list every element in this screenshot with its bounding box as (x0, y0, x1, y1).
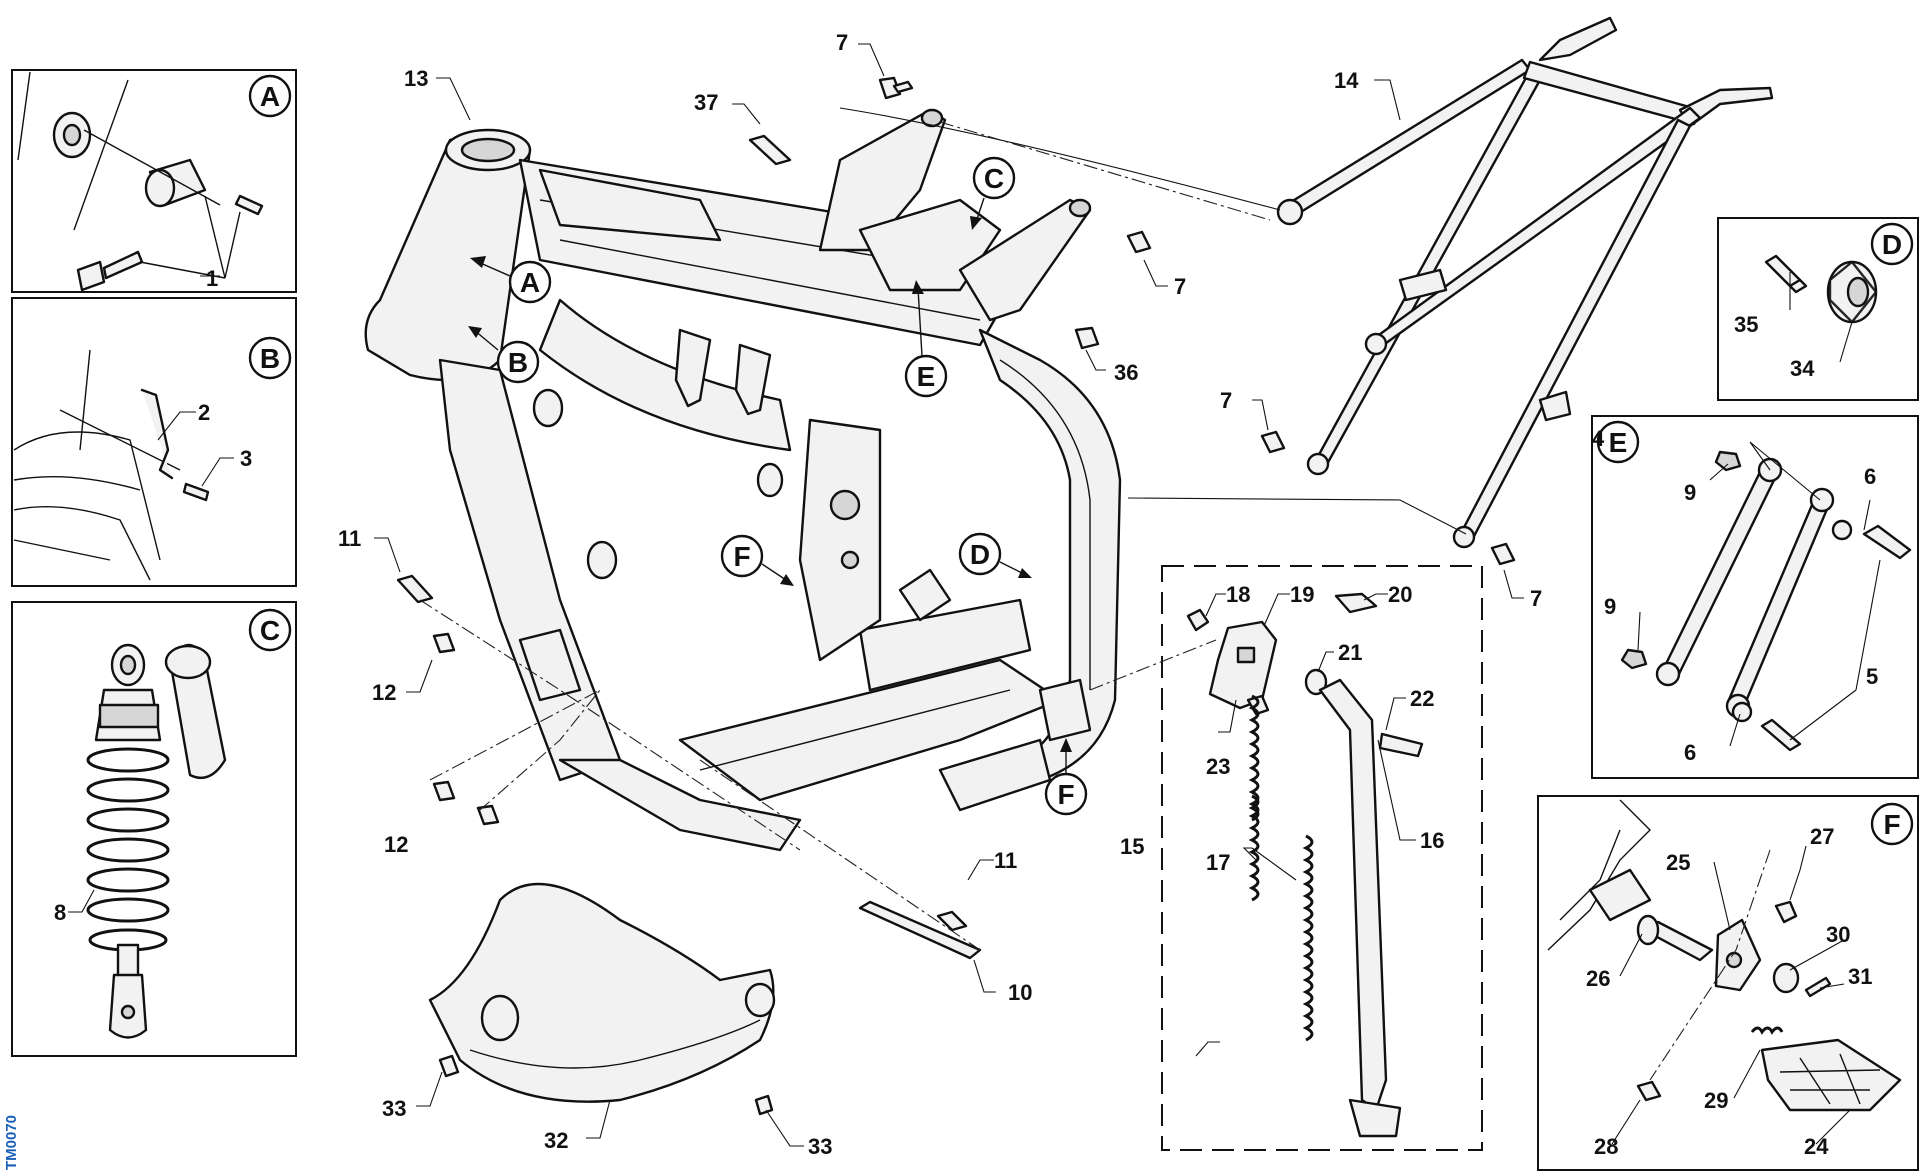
callout-a: A (520, 267, 540, 298)
label-20: 20 (1388, 582, 1412, 607)
detail-letter: B (260, 343, 280, 374)
fasteners (396, 76, 1516, 960)
label-6a: 6 (1864, 464, 1876, 489)
footpeg-spring (1750, 1026, 1784, 1035)
label-4: 4 (1592, 426, 1605, 451)
label-6b: 6 (1684, 740, 1696, 765)
link-bolt (1862, 524, 1912, 560)
detail-letter: C (260, 615, 280, 646)
detail-box-c: C (11, 601, 297, 1057)
footpeg (1760, 1038, 1902, 1112)
label-9a: 9 (1684, 480, 1696, 505)
stand-bracket (1208, 620, 1278, 710)
label-16: 16 (1420, 828, 1444, 853)
label-7b: 7 (1174, 274, 1186, 299)
side-stand-parts (1186, 592, 1424, 1138)
label-34: 34 (1790, 356, 1815, 381)
clip-screw (182, 482, 210, 502)
label-29: 29 (1704, 1088, 1728, 1113)
label-30: 30 (1826, 922, 1850, 947)
part-labels: 1 2 3 4 5 6 6 7 7 7 7 8 9 9 10 11 11 12 … (54, 30, 1878, 1159)
engine-mount-plate (798, 418, 882, 662)
label-14: 14 (1334, 68, 1359, 93)
rear-subframe (1276, 16, 1774, 549)
label-32: 32 (544, 1128, 568, 1153)
label-7a: 7 (836, 30, 848, 55)
label-12a: 12 (372, 680, 396, 705)
detail-letter: E (1609, 427, 1628, 458)
detail-box-e: E (1591, 415, 1919, 779)
skid-plate (428, 882, 776, 1116)
wire-clip (140, 388, 174, 480)
label-7d: 7 (1530, 586, 1542, 611)
label-28: 28 (1594, 1134, 1618, 1159)
footpeg-washer (1772, 962, 1800, 994)
label-33a: 33 (382, 1096, 406, 1121)
label-12b: 12 (384, 832, 408, 857)
label-11a: 11 (338, 526, 361, 551)
label-10: 10 (1008, 980, 1032, 1005)
main-frame (364, 108, 1122, 852)
callout-b: B (508, 347, 528, 378)
cross-member (858, 598, 1032, 692)
callout-e: E (917, 361, 936, 392)
detail-letter: F (1883, 809, 1900, 840)
side-stand-group (1161, 565, 1483, 1151)
callout-d: D (970, 539, 990, 570)
label-21: 21 (1338, 640, 1362, 665)
label-33b: 33 (808, 1134, 832, 1159)
detail-box-f: F (1537, 795, 1919, 1171)
steering-head (364, 133, 532, 382)
label-3: 3 (240, 446, 252, 471)
cradle-rail (558, 758, 802, 852)
ignition-key (76, 260, 106, 292)
label-24: 24 (1804, 1134, 1829, 1159)
label-22: 22 (1410, 686, 1434, 711)
detail-letter: D (1882, 229, 1902, 260)
detail-letter: A (260, 81, 280, 112)
label-2: 2 (198, 400, 210, 425)
label-11b: 11 (994, 848, 1017, 873)
link-bolt (1760, 718, 1802, 752)
label-7c: 7 (1220, 388, 1232, 413)
callout-c: C (984, 163, 1004, 194)
detail-box-d: D (1717, 217, 1919, 401)
label-15: 15 (1120, 834, 1144, 859)
detail-box-a: A (11, 69, 297, 293)
label-23: 23 (1206, 754, 1230, 779)
label-17: 17 (1206, 850, 1230, 875)
label-27: 27 (1810, 824, 1834, 849)
drawing-code: TM0070 (3, 1115, 20, 1170)
side-stand (1318, 678, 1388, 1112)
label-37: 37 (694, 90, 718, 115)
stand-spring (1248, 694, 1260, 902)
bushing-bolt (1764, 254, 1802, 288)
label-5: 5 (1866, 664, 1878, 689)
label-8: 8 (54, 900, 66, 925)
detail-box-b: B (11, 297, 297, 587)
label-9b: 9 (1604, 594, 1616, 619)
label-1: 1 (206, 266, 218, 291)
frame-callouts: A B C D E F F (468, 156, 1088, 816)
label-26: 26 (1586, 966, 1610, 991)
label-36: 36 (1114, 360, 1138, 385)
shock-spring (86, 747, 170, 952)
stand-spring (1302, 834, 1314, 1042)
leader-lines (68, 43, 1881, 1147)
label-13: 13 (404, 66, 428, 91)
callout-f: F (733, 541, 750, 572)
label-31: 31 (1848, 964, 1872, 989)
callout-f-lower: F (1057, 779, 1074, 810)
label-25: 25 (1666, 850, 1690, 875)
label-18: 18 (1226, 582, 1250, 607)
label-19: 19 (1290, 582, 1314, 607)
label-35: 35 (1734, 312, 1758, 337)
